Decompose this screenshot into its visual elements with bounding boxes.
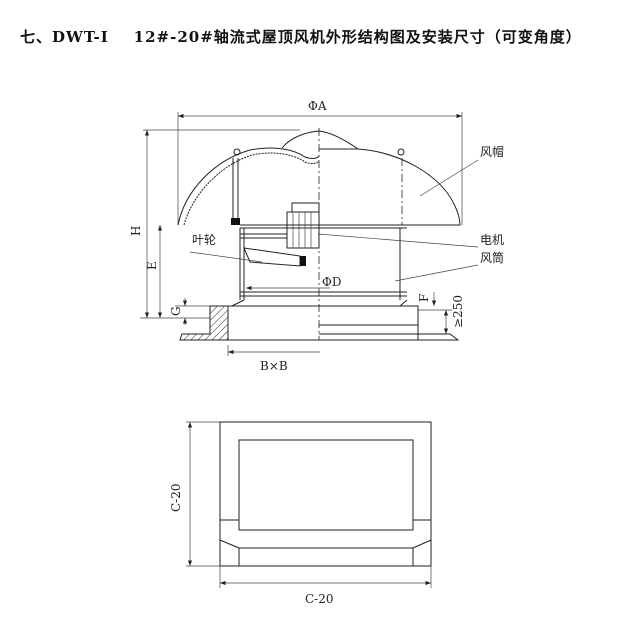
base-outer-frame [219, 421, 432, 567]
base-inner-opening [238, 439, 414, 531]
duct-label: 风筒 [480, 250, 504, 265]
dim-d-label: ΦD [322, 275, 341, 289]
dim-f-label: F [417, 294, 431, 302]
dim-c-horizontal-label: C-20 [305, 592, 334, 606]
lifting-ring [233, 148, 241, 156]
dim-c-vertical-label: C-20 [169, 483, 183, 512]
dim-a-label: ΦA [308, 99, 327, 113]
dim-h-label: H [129, 226, 143, 236]
motor-body [286, 211, 320, 249]
cap-right [319, 148, 461, 226]
impeller-label: 叶轮 [192, 233, 216, 247]
cap-label: 风帽 [480, 144, 504, 159]
cap-left-hatched [177, 147, 320, 226]
impeller-blade [243, 247, 301, 267]
side-view: ΦA 风帽 电机 风筒 叶轮 ΦD H E G F ≥250 B×B [129, 99, 504, 373]
dim-e-label: E [145, 261, 159, 270]
dim-g-label: G [169, 306, 183, 316]
motor-label: 电机 [480, 233, 504, 247]
dim-250-label: ≥250 [451, 295, 465, 328]
diagram-title: 七、DWT-Ⅰ 12#-20#轴流式屋顶风机外形结构图及安装尺寸（可变角度） [20, 28, 582, 46]
dim-bxb-label: B×B [260, 359, 288, 373]
base-plan-view: C-20 C-20 [169, 421, 432, 606]
